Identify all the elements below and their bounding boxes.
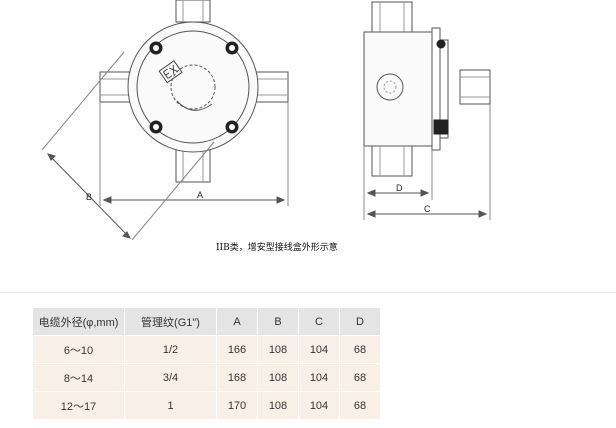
top-entry (175, 0, 211, 23)
cover-ring (136, 30, 250, 144)
dim-b-line (47, 153, 131, 239)
front-view (41, 0, 289, 241)
table-cell: 8～14 (32, 363, 125, 392)
table-cell: 168 (216, 363, 258, 392)
side-bottom-entry (371, 145, 413, 177)
table-cell: 6～10 (32, 335, 125, 364)
table-cell: 1/2 (124, 335, 217, 364)
table-cell: 108 (257, 335, 299, 364)
table-cell: 104 (298, 363, 340, 392)
table-cell: 3/4 (124, 363, 217, 392)
table-row: 6～10 1/2 166 108 104 68 (32, 335, 381, 364)
side-cover-lip (439, 39, 449, 139)
side-right-entry (459, 69, 491, 105)
header-cable-diameter: 电缆外径(φ,mm) (32, 307, 125, 336)
table-cell: 166 (216, 335, 258, 364)
table-cell: 68 (339, 335, 381, 364)
technical-drawing: A B (41, 0, 491, 241)
table-row: 8～14 3/4 168 108 104 68 (32, 363, 381, 392)
side-view (363, 1, 491, 220)
ex-mark-icon (158, 60, 183, 84)
dim-b-label: B (86, 192, 92, 202)
dim-d-label: D (396, 183, 403, 193)
diagram-caption: IIB类，增安型接线盒外形示意 (216, 243, 338, 253)
side-body (363, 31, 433, 147)
section-divider (0, 292, 616, 293)
cover-bolt-icon (225, 41, 239, 55)
header-thread: 管理纹(G1") (124, 307, 217, 336)
header-a: A (216, 307, 258, 336)
table-cell: 1 (124, 391, 217, 420)
table-row: 12～17 1 170 108 104 68 (32, 391, 381, 420)
cover-bolt-icon (149, 120, 163, 134)
cover-bolt-icon (225, 120, 239, 134)
table-cell: 12～17 (32, 391, 125, 420)
table-cell: 108 (257, 391, 299, 420)
table-cell: 68 (339, 363, 381, 392)
header-c: C (298, 307, 340, 336)
side-entry-hole (376, 73, 404, 101)
header-d: D (339, 307, 381, 336)
table-cell: 104 (298, 391, 340, 420)
table-cell: 170 (216, 391, 258, 420)
dim-a-label: A (197, 190, 203, 200)
table-cell: 104 (298, 335, 340, 364)
side-bolt-icon (436, 39, 446, 49)
table-header-row: 电缆外径(φ,mm) 管理纹(G1") A B C D (32, 307, 381, 336)
side-top-entry (371, 1, 413, 33)
cover-bolt-icon (149, 41, 163, 55)
header-b: B (257, 307, 299, 336)
spec-table: 电缆外径(φ,mm) 管理纹(G1") A B C D 6～10 1/2 166… (32, 307, 381, 420)
center-hub (170, 64, 216, 110)
cover-arc (176, 100, 213, 111)
table-cell: 68 (339, 391, 381, 420)
enclosure-body (127, 21, 259, 153)
dim-c-label: C (424, 204, 431, 214)
side-bolt-icon (433, 119, 449, 135)
table-cell: 108 (257, 363, 299, 392)
